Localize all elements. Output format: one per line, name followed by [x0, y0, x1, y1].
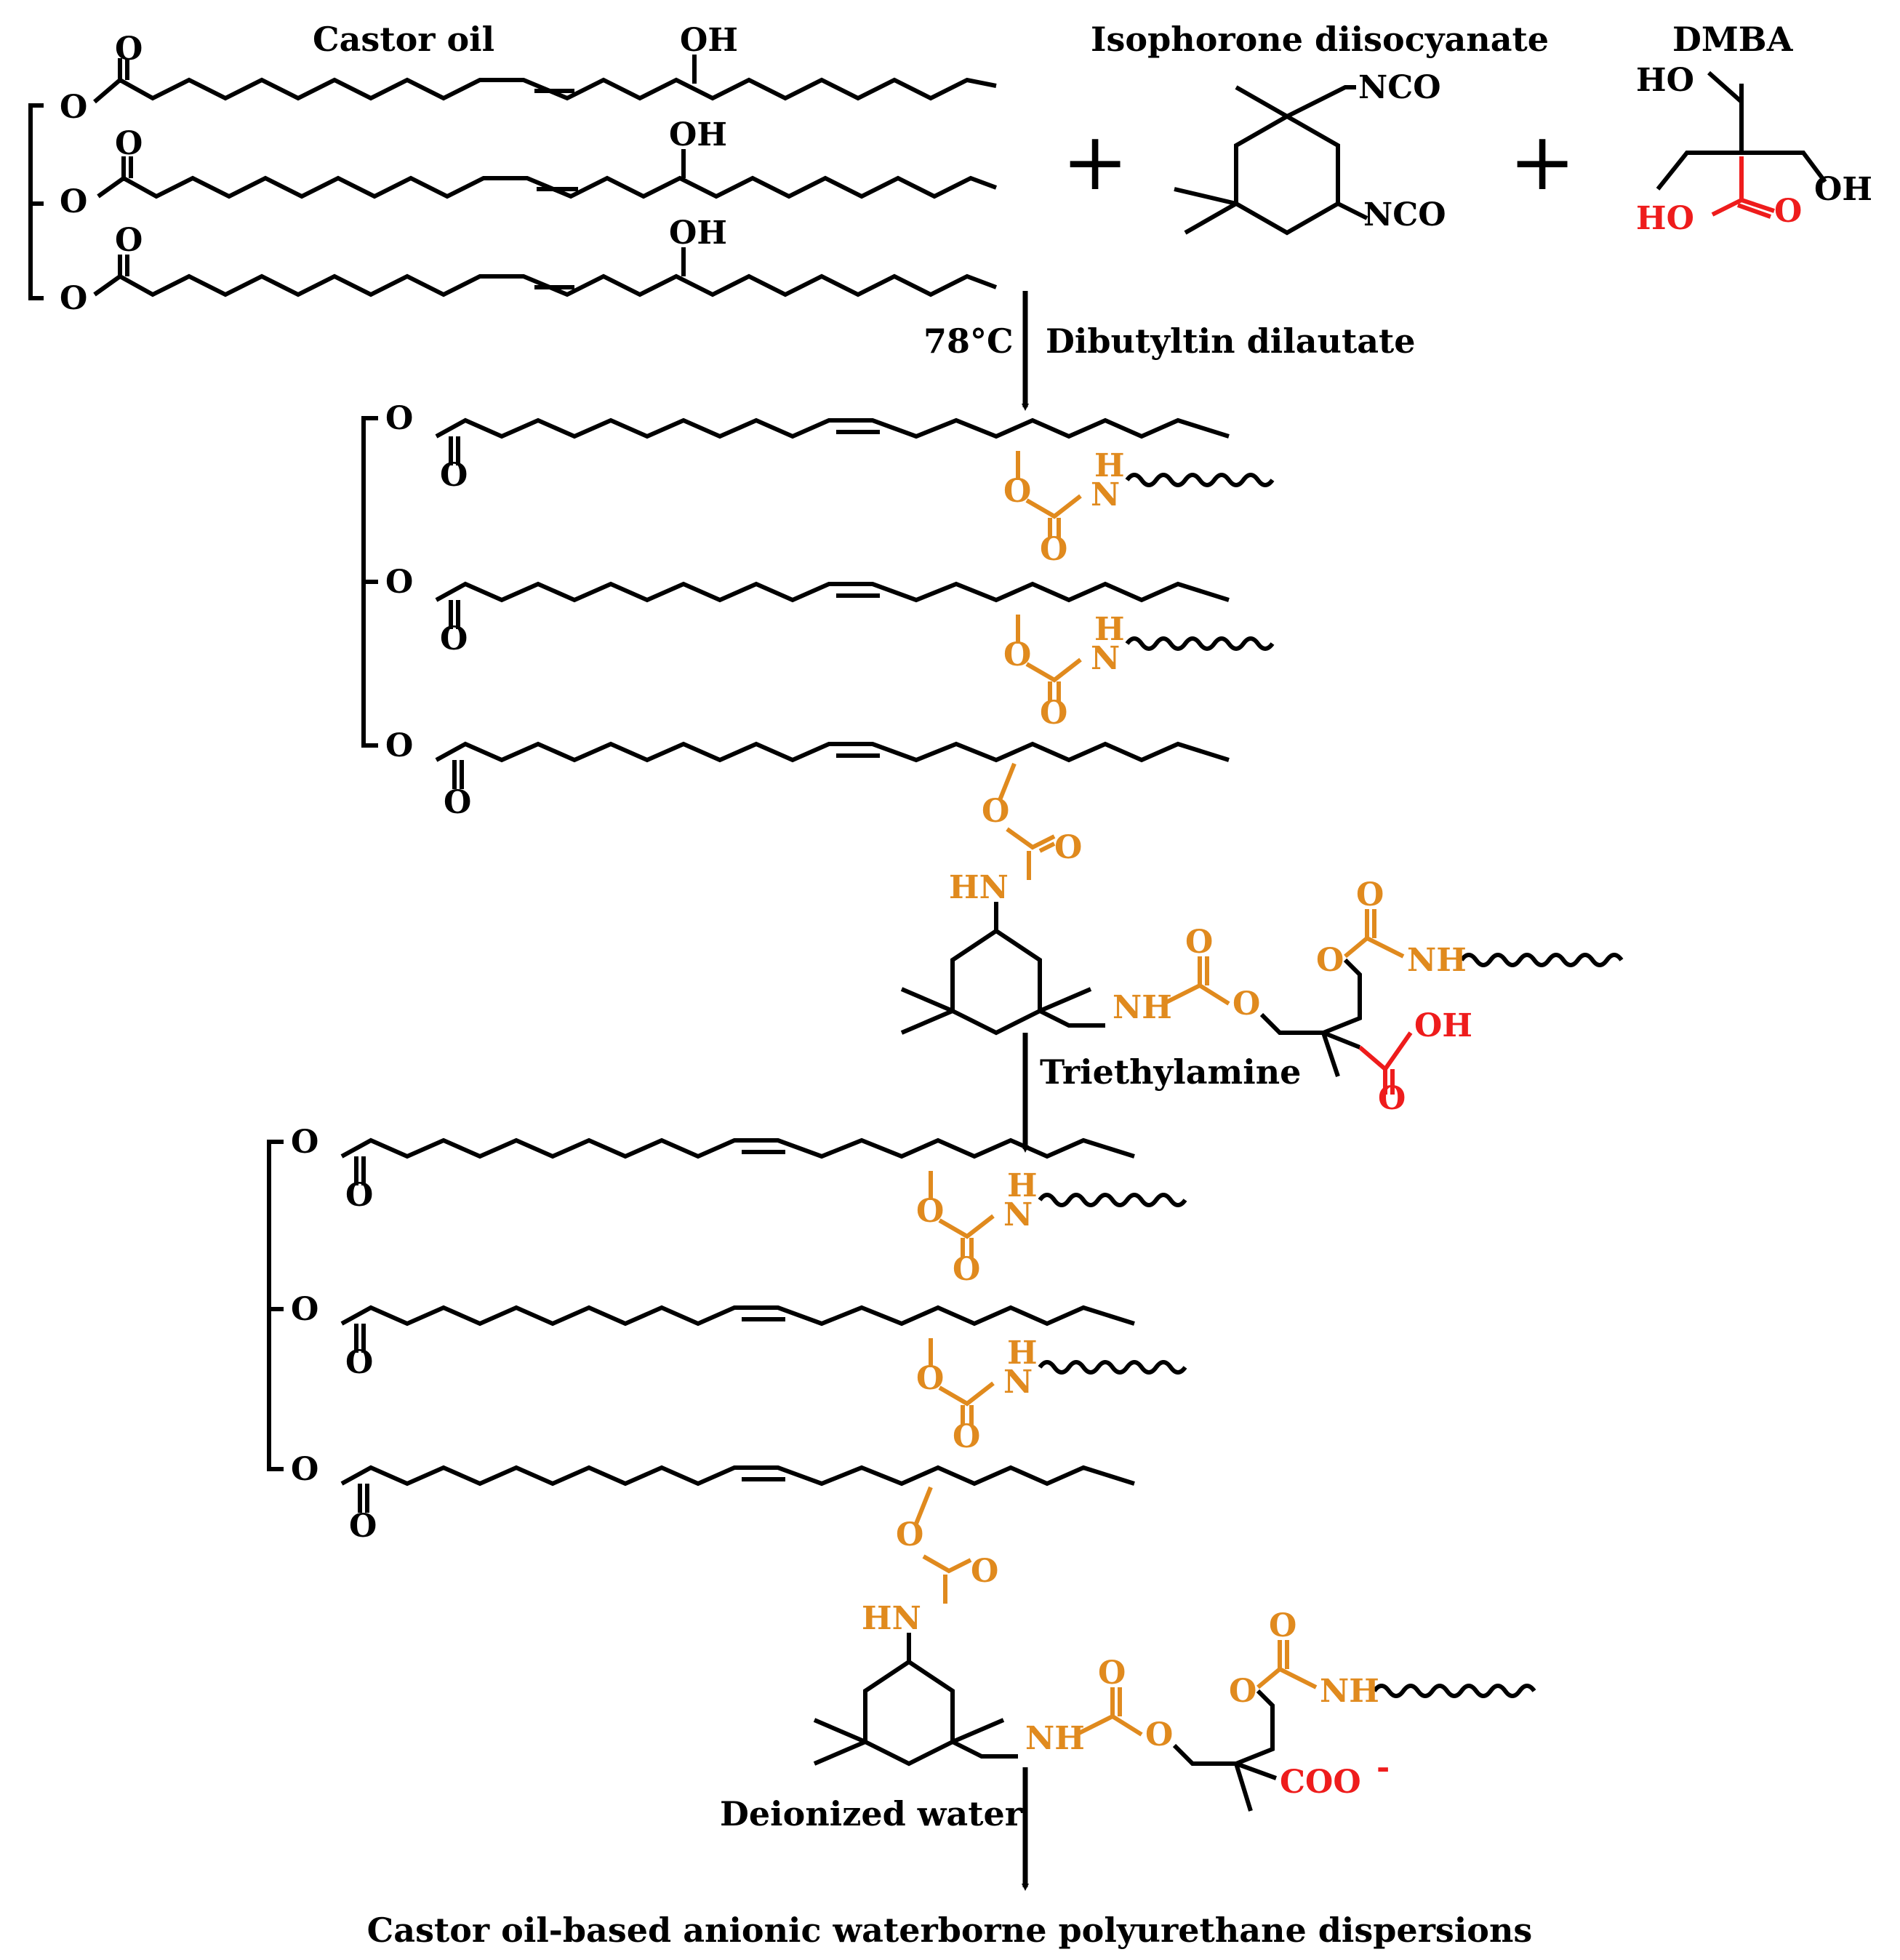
step1-catalyst: Dibutyltin dilautate: [1046, 321, 1416, 361]
dmba-structure: [1656, 71, 1827, 219]
atom-nco: NCO: [1358, 69, 1441, 106]
atom-n: N: [1003, 1196, 1033, 1233]
castor-oil-structure: [28, 55, 998, 300]
atom-o: O: [115, 125, 143, 162]
atom-o: O: [60, 280, 87, 317]
atom-o: O: [60, 89, 87, 126]
charge-minus: -: [1376, 1749, 1390, 1786]
atom-ho: HO: [1636, 62, 1694, 99]
plus-sign: +: [1509, 115, 1576, 208]
atom-n: N: [1091, 640, 1120, 677]
prepolymer-structure: [361, 416, 1624, 1095]
atom-o: O: [115, 222, 143, 259]
atom-o: O: [385, 727, 413, 764]
atom-o: O: [345, 1344, 373, 1381]
atom-o: O: [291, 1291, 318, 1328]
atom-o: O: [1098, 1655, 1126, 1692]
atom-hn: HN: [949, 869, 1009, 906]
atom-o: O: [1145, 1716, 1173, 1753]
atom-o: O: [1378, 1080, 1406, 1117]
atom-o: O: [291, 1124, 318, 1161]
atom-o: O: [440, 457, 468, 494]
atom-h: H: [1094, 447, 1125, 484]
atom-o: O: [1356, 876, 1384, 913]
atom-o: O: [953, 1418, 980, 1455]
atom-o: O: [916, 1360, 944, 1397]
ipdi-label: Isophorone diisocyanate: [1091, 20, 1549, 59]
neutralized-prepolymer-structure: [267, 1140, 1536, 1812]
atom-o: O: [1003, 473, 1031, 510]
atom-o: O: [1269, 1607, 1296, 1644]
atom-h: H: [1094, 611, 1125, 648]
atom-h: H: [1007, 1167, 1038, 1204]
atom-o: O: [1040, 531, 1067, 568]
atom-o: O: [349, 1508, 377, 1545]
atom-hn: HN: [862, 1600, 921, 1637]
atom-o: O: [60, 183, 87, 220]
atom-o: O: [385, 400, 413, 437]
atom-nco: NCO: [1363, 196, 1446, 233]
atom-ho: HO: [1636, 200, 1694, 237]
atom-nh: NH: [1320, 1673, 1379, 1710]
atom-o: O: [1185, 924, 1213, 961]
atom-nh: NH: [1407, 942, 1467, 979]
atom-oh: OH: [680, 22, 738, 59]
atom-o: O: [1054, 829, 1082, 866]
atom-o: O: [291, 1451, 318, 1488]
atom-o: O: [440, 620, 468, 657]
atom-o: O: [953, 1251, 980, 1288]
atom-n: N: [1091, 476, 1120, 513]
atom-o: O: [1232, 985, 1260, 1023]
atom-nh: NH: [1025, 1720, 1085, 1757]
step2-reagent: Triethylamine: [1040, 1052, 1301, 1092]
step1-temperature: 78°C: [923, 321, 1014, 361]
atom-o: O: [971, 1553, 998, 1590]
castor-oil-label: Castor oil: [313, 20, 494, 59]
atom-oh: OH: [669, 116, 727, 153]
atom-o: O: [1774, 193, 1802, 230]
atom-n: N: [1003, 1364, 1033, 1401]
plus-sign: +: [1062, 115, 1129, 208]
atom-h: H: [1007, 1335, 1038, 1372]
atom-o: O: [385, 564, 413, 601]
ipdi-structure: [1174, 85, 1368, 236]
dmba-label: DMBA: [1672, 20, 1794, 59]
atom-o: O: [916, 1193, 944, 1230]
atom-o: O: [896, 1516, 923, 1553]
atom-oh: OH: [1814, 171, 1872, 208]
atom-oh: OH: [1414, 1007, 1472, 1044]
atom-o: O: [1229, 1673, 1256, 1710]
atom-o: O: [345, 1177, 373, 1214]
atom-nh: NH: [1113, 989, 1172, 1026]
atom-o: O: [1003, 636, 1031, 673]
atom-o: O: [115, 31, 143, 68]
atom-o: O: [1040, 695, 1067, 732]
carboxylate-label: COO: [1280, 1764, 1361, 1801]
atom-o: O: [982, 793, 1009, 830]
atom-o: O: [1316, 942, 1344, 979]
step3-reagent: Deionized water: [720, 1794, 1023, 1833]
atom-o: O: [444, 784, 471, 821]
product-label: Castor oil-based anionic waterborne poly…: [367, 1911, 1533, 1950]
atom-oh: OH: [669, 215, 727, 252]
